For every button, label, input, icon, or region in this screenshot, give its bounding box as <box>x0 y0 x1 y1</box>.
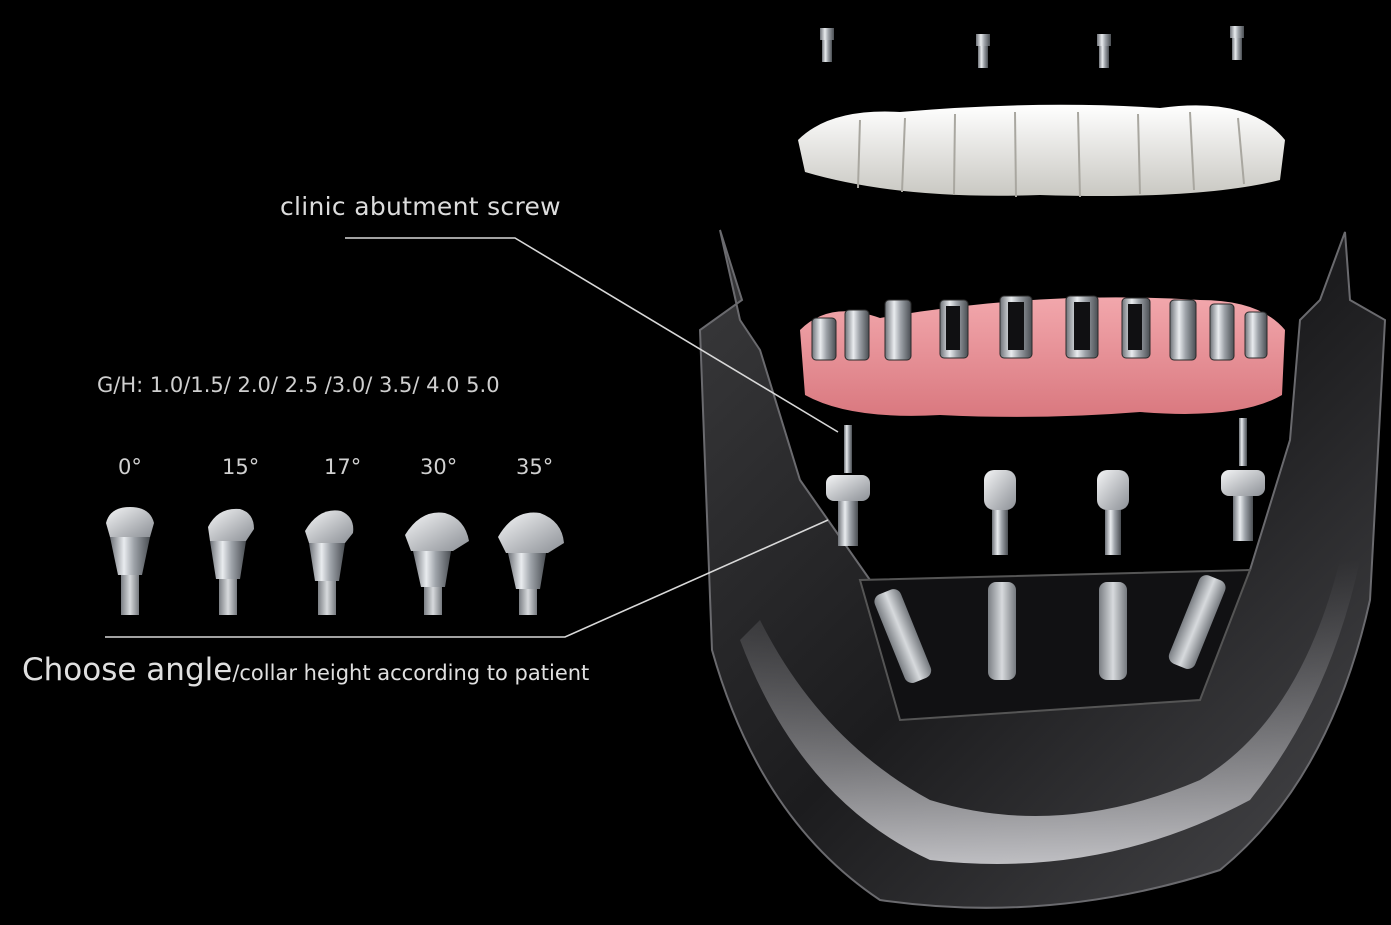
angle-label-30: 30° <box>420 455 457 479</box>
top-screws <box>820 26 1244 68</box>
choose-angle-caption: Choose angle/collar height according to … <box>22 652 589 688</box>
abutment-35 <box>498 513 564 616</box>
angle-label-15: 15° <box>222 455 259 479</box>
abutment-screw-label: clinic abutment screw <box>280 192 561 221</box>
jaw-abutments <box>826 418 1265 555</box>
angle-label-0: 0° <box>118 455 142 479</box>
angled-abutments <box>106 507 564 615</box>
abutment-0 <box>106 507 154 615</box>
collar-height-values: G/H: 1.0/1.5/ 2.0/ 2.5 /3.0/ 3.5/ 4.0 5.… <box>97 373 500 397</box>
gum-bar <box>800 296 1285 417</box>
choose-angle-rest: /collar height according to patient <box>232 661 589 685</box>
abutment-15 <box>208 509 254 615</box>
angle-label-35: 35° <box>516 455 553 479</box>
abutment-30 <box>405 512 469 615</box>
angle-label-17: 17° <box>324 455 361 479</box>
abutment-17 <box>305 510 353 615</box>
teeth-prosthesis <box>798 105 1285 197</box>
choose-angle-main: Choose angle <box>22 652 232 688</box>
